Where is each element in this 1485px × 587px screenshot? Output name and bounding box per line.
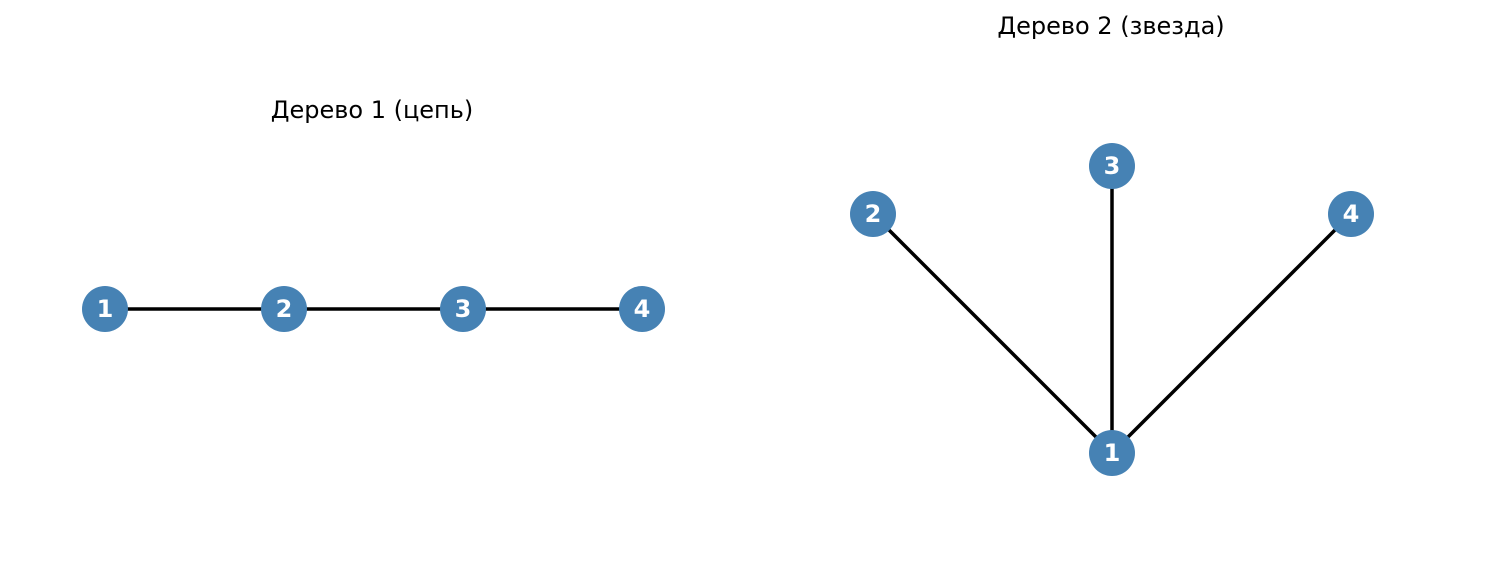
tree-1-node-2: 2 <box>261 286 307 332</box>
tree-2-node-2: 2 <box>850 191 896 237</box>
tree-2-nodes: 1 2 3 4 <box>850 143 1374 476</box>
tree-2-node-label: 3 <box>1104 152 1121 180</box>
tree-1-node-circle <box>82 286 128 332</box>
tree-2-node-4: 4 <box>1328 191 1374 237</box>
tree-1-panel: Дерево 1 (цепь) 1 2 3 4 <box>82 96 665 332</box>
tree-2-title: Дерево 2 (звезда) <box>997 12 1224 40</box>
tree-1-title: Дерево 1 (цепь) <box>271 96 474 124</box>
tree-2-node-circle <box>1328 191 1374 237</box>
tree-1-nodes: 1 2 3 4 <box>82 286 665 332</box>
tree-2-node-label: 2 <box>865 200 882 228</box>
tree-1-node-label: 3 <box>455 295 472 323</box>
tree-2-node-circle <box>1089 143 1135 189</box>
tree-1-node-3: 3 <box>440 286 486 332</box>
tree-1-node-circle <box>440 286 486 332</box>
tree-2-node-circle <box>1089 430 1135 476</box>
tree-1-node-4: 4 <box>619 286 665 332</box>
tree-2-node-1: 1 <box>1089 430 1135 476</box>
tree-1-node-label: 2 <box>276 295 293 323</box>
tree-2-edges <box>871 166 1353 455</box>
tree-1-node-1: 1 <box>82 286 128 332</box>
tree-1-node-circle <box>261 286 307 332</box>
tree-2-node-label: 1 <box>1104 439 1121 467</box>
tree-2-edge-1-2 <box>871 212 1114 455</box>
tree-1-node-label: 4 <box>634 295 651 323</box>
tree-2-node-circle <box>850 191 896 237</box>
tree-2-edge-1-4 <box>1110 212 1353 455</box>
tree-2-panel: Дерево 2 (звезда) 1 2 3 4 <box>850 12 1374 476</box>
tree-1-node-label: 1 <box>97 295 114 323</box>
tree-2-node-label: 4 <box>1343 200 1360 228</box>
tree-1-node-circle <box>619 286 665 332</box>
tree-2-node-3: 3 <box>1089 143 1135 189</box>
